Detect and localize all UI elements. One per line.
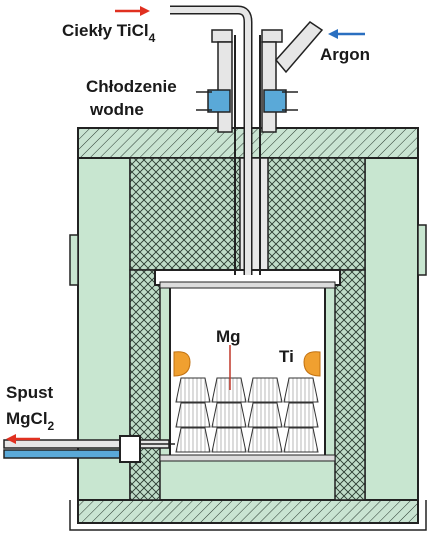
drain-arrow [6, 434, 40, 444]
right-lug [417, 224, 427, 276]
liquid-ticl4-label: Ciekły TiCl4 [62, 21, 156, 45]
ticl4-arrow [115, 6, 150, 16]
bottom-plate [77, 499, 419, 524]
left-lug [69, 234, 79, 286]
argon-label: Argon [320, 45, 370, 64]
titanium-deposits [173, 351, 321, 377]
left-fitting [196, 29, 233, 133]
mg-ingot [247, 377, 283, 403]
ti-right-deposit [303, 351, 321, 377]
mg-ingot [211, 402, 247, 428]
magnesium-label: Mg [216, 327, 241, 346]
mg-ingot [175, 402, 211, 428]
left-cooling-jacket [207, 89, 231, 113]
mgcl2-drain-pipe [3, 435, 175, 463]
mg-ingot [283, 402, 319, 428]
flow-arrows [6, 6, 365, 444]
cooling-label-line2: wodne [89, 100, 144, 119]
right-fitting [261, 21, 324, 133]
argon-inlet-pipe [275, 21, 324, 74]
mg-ingot [247, 402, 283, 428]
drain-label-line1: Spust [6, 383, 54, 402]
mg-ingot [283, 377, 319, 403]
right-cooling-jacket [263, 89, 287, 113]
ticl4-feed-pipe [170, 5, 261, 275]
drain-valve [119, 435, 141, 463]
ti-left-deposit [173, 351, 191, 377]
titanium-label: Ti [279, 347, 294, 366]
mg-ingot [211, 427, 247, 453]
mg-ingot [283, 427, 319, 453]
magnesium-ingots [175, 377, 319, 453]
cooling-label-line1: Chłodzenie [86, 77, 177, 96]
mg-ingot [211, 377, 247, 403]
mg-ingot [247, 427, 283, 453]
labels: Ciekły TiCl4 Argon Chłodzenie wodne Mg T… [6, 21, 370, 433]
argon-arrow [328, 29, 365, 39]
mg-ingot [175, 427, 211, 453]
drain-label-line2: MgCl2 [6, 409, 55, 433]
mg-ingot [175, 377, 211, 403]
